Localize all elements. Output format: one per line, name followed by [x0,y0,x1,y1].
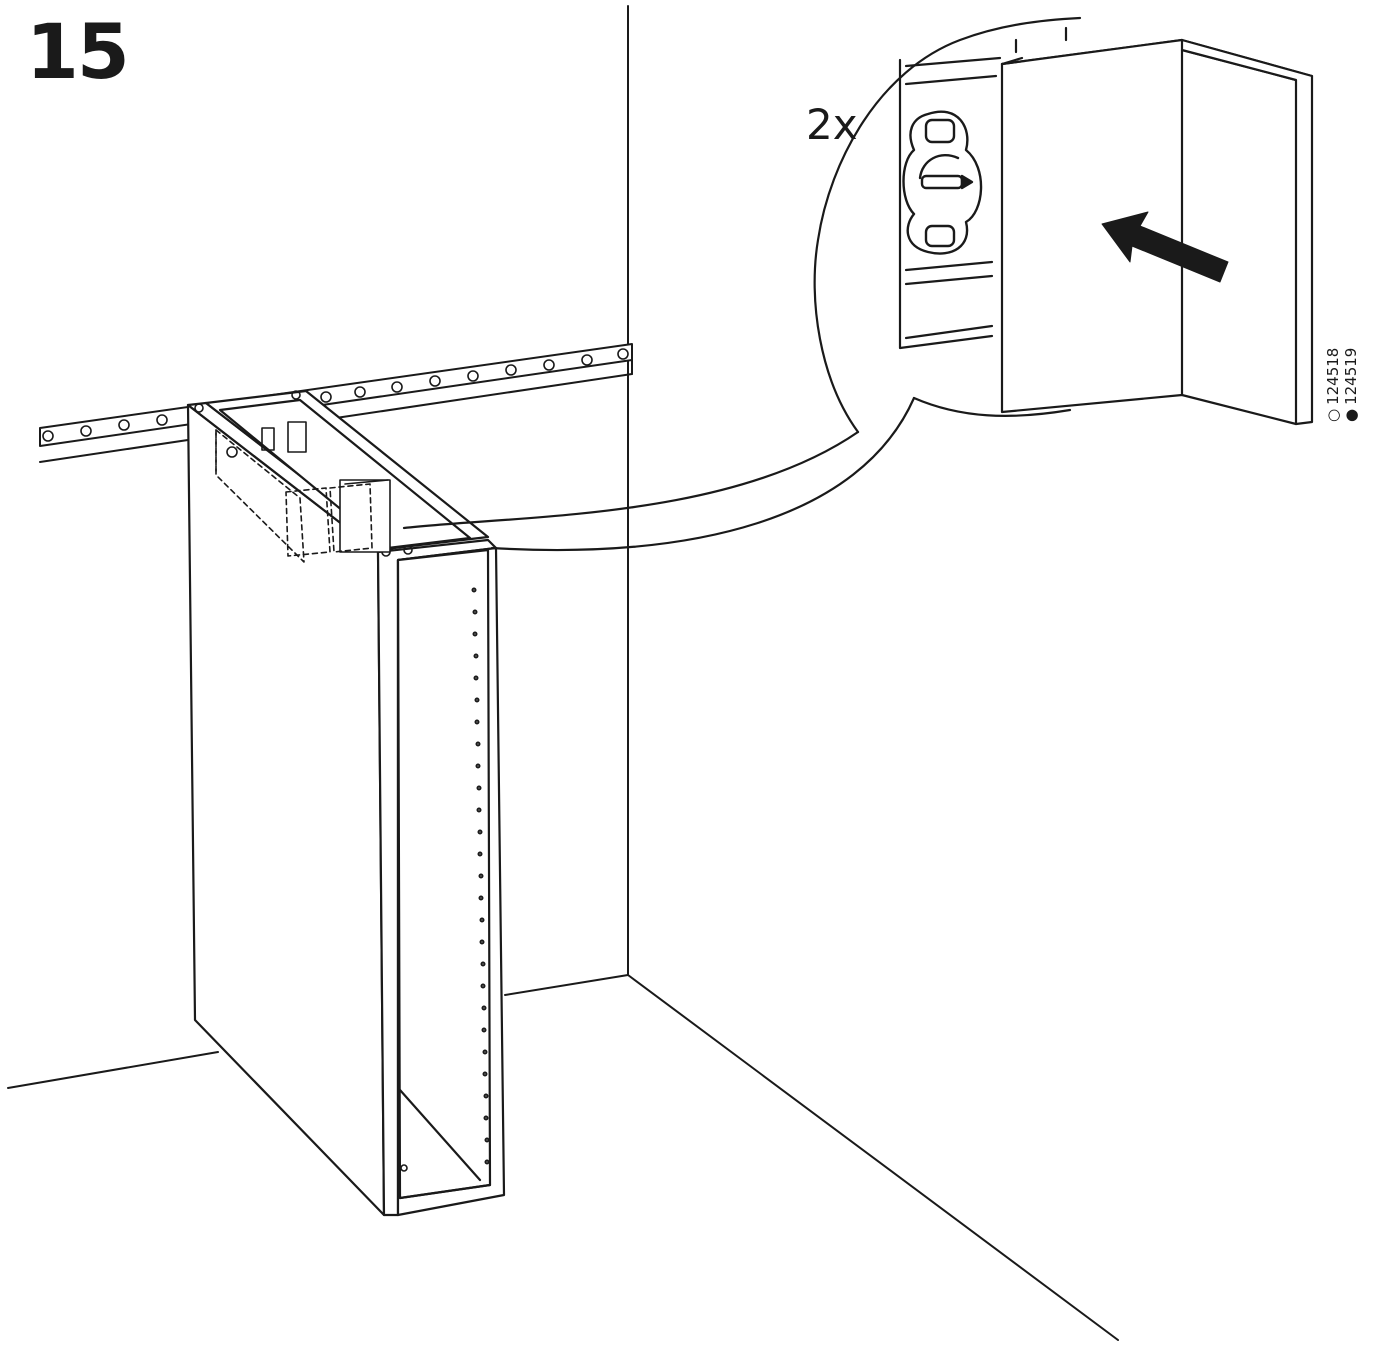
article-codes: ○ 124518 ● 124519 [1322,330,1368,430]
shelf-pin-holes [471,587,490,1165]
detail-callout [402,16,1082,552]
rail-holes [42,348,629,442]
article-code-row: ● 124519 [1342,347,1360,422]
article-code: 124519 [1342,347,1360,405]
article-code-row: ○ 124518 [1324,347,1342,422]
cam-lock-icon [902,110,983,255]
article-code: 124518 [1324,347,1342,405]
quantity-label: 2x [806,100,858,149]
room-lines [7,5,1119,1341]
magnified-panel [1000,38,1314,426]
step-number: 15 [26,7,130,96]
hidden-fittings [215,421,391,563]
filled-circle-icon: ● [1342,408,1360,422]
hollow-circle-icon: ○ [1324,408,1342,422]
push-arrow-icon [1101,211,1229,283]
magnified-interior [898,26,1068,350]
